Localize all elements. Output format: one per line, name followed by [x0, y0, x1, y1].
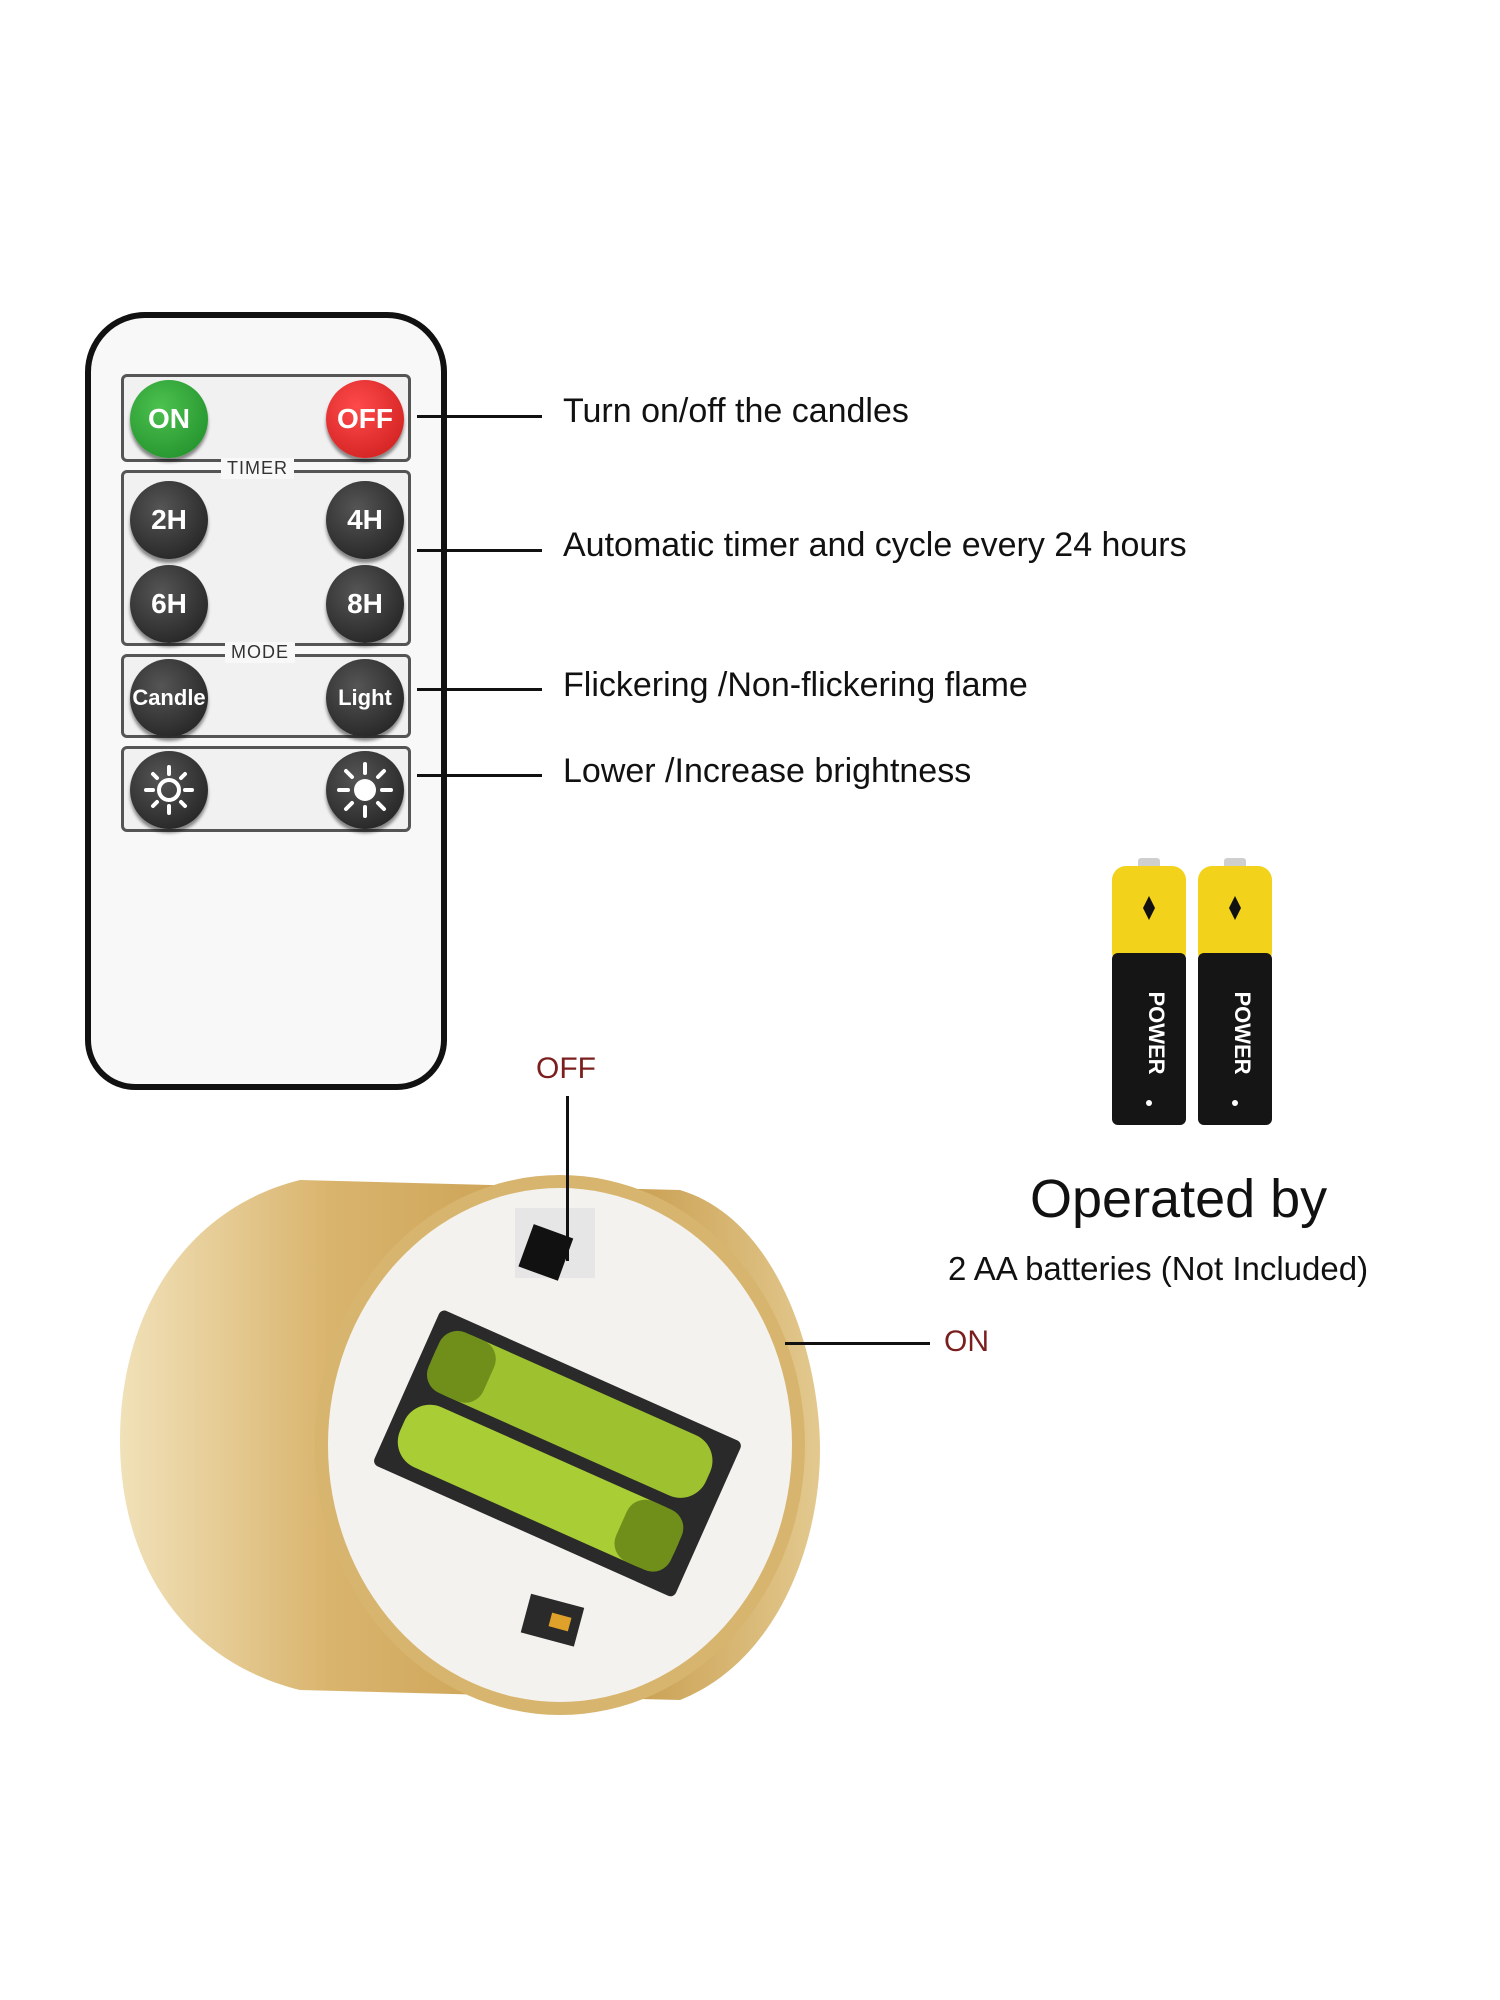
candle-label: Candle [132, 685, 206, 710]
light-label: Light [338, 685, 392, 710]
timer-6h-button[interactable]: 6H [130, 565, 208, 643]
battery-left: POWER [1112, 858, 1186, 1125]
brightness-caption: Lower /Increase brightness [563, 752, 972, 790]
sun-bright-icon[interactable] [326, 751, 404, 829]
battery-requirement-text: 2 AA batteries (Not Included) [948, 1250, 1369, 1287]
timer-4h-button[interactable]: 4H [326, 481, 404, 559]
power-caption: Turn on/off the candles [563, 392, 909, 430]
power-leader-line [417, 415, 542, 418]
timer-caption: Automatic timer and cycle every 24 hours [563, 526, 1187, 564]
battery-left-brand: POWER [1144, 991, 1169, 1074]
sun-bright-glyph [337, 762, 393, 818]
timer-title: TIMER [221, 458, 294, 479]
candle-mode-button[interactable]: Candle [130, 659, 208, 737]
timer-block: 2H 4H 6H 8H [121, 470, 411, 646]
brightness-row [121, 746, 411, 832]
candle-base [120, 1175, 820, 1715]
power-row: ON OFF [121, 374, 411, 462]
off-button[interactable]: OFF [326, 380, 404, 458]
remote-control: ON OFF 2H 4H 6H 8H TIMER Candle Light MO… [85, 312, 447, 1090]
timer-2h-button[interactable]: 2H [130, 481, 208, 559]
battery-right: POWER [1198, 858, 1272, 1125]
light-mode-button[interactable]: Light [326, 659, 404, 737]
mode-block: Candle Light [121, 654, 411, 738]
switch-on-label: ON [944, 1325, 989, 1358]
brightness-leader-line [417, 774, 542, 777]
switch-off-pointer [566, 1096, 569, 1261]
switch-on-pointer [785, 1342, 930, 1345]
sun-dim-icon[interactable] [130, 751, 208, 829]
mode-title: MODE [225, 642, 295, 663]
battery-right-brand: POWER [1230, 991, 1255, 1074]
mode-caption: Flickering /Non-flickering flame [563, 666, 1028, 704]
timer-leader-line [417, 549, 542, 552]
sun-dim-glyph [144, 765, 194, 815]
switch-off-label: OFF [536, 1052, 596, 1085]
on-button[interactable]: ON [130, 380, 208, 458]
timer-8h-button[interactable]: 8H [326, 565, 404, 643]
mode-leader-line [417, 688, 542, 691]
operated-by-heading: Operated by [1030, 1169, 1328, 1229]
